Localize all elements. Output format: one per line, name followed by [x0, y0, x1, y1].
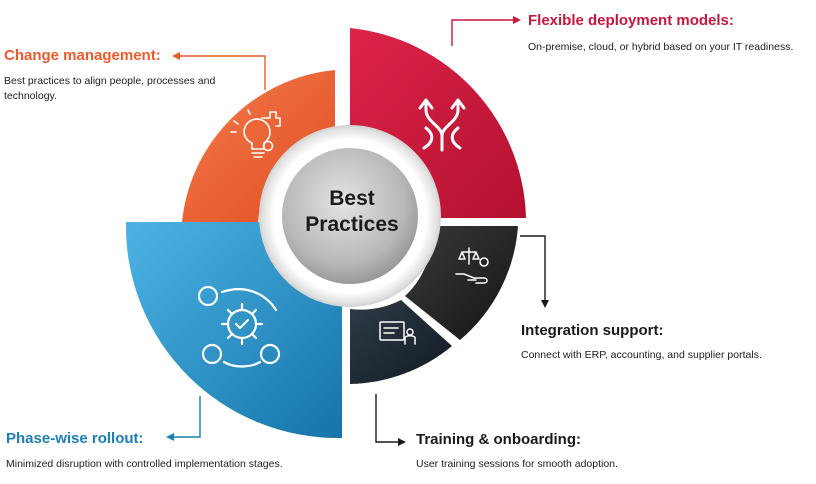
change-management-title: Change management:	[4, 47, 161, 64]
arrowhead-change-management	[172, 52, 180, 60]
flexible-deployment-desc: On-premise, cloud, or hybrid based on yo…	[528, 41, 794, 53]
center-label-line-2: Practices	[305, 213, 399, 236]
phase-wise-rollout-desc: Minimized disruption with controlled imp…	[6, 458, 283, 470]
connector-integration-support	[520, 235, 546, 302]
connector-training-onboarding	[375, 394, 400, 443]
arrowhead-phase-wise-rollout	[166, 433, 174, 441]
segment-training-onboarding	[350, 300, 452, 384]
lightbulb-puzzle-icon	[230, 109, 281, 158]
arrowhead-training-onboarding	[398, 438, 406, 446]
center-label-line-1: Best	[329, 187, 375, 210]
segment-phase-wise-rollout	[125, 222, 342, 439]
training-onboarding-desc: User training sessions for smooth adopti…	[416, 458, 618, 470]
segment-change-management	[182, 70, 335, 222]
flexible-deployment-title: Flexible deployment models:	[528, 12, 734, 29]
training-onboarding-title: Training & onboarding:	[416, 431, 581, 448]
connector-phase-wise-rollout	[172, 396, 201, 438]
segment-integration-support	[405, 226, 518, 340]
integration-support-title: Integration support:	[521, 322, 664, 339]
connector-flexible-deployment	[451, 19, 515, 46]
arrowhead-integration-support	[541, 300, 549, 308]
presentation-board-icon	[379, 321, 416, 345]
integration-support-desc: Connect with ERP, accounting, and suppli…	[521, 349, 762, 361]
phase-wise-rollout-title: Phase-wise rollout:	[6, 430, 144, 447]
change-management-desc: Best practices to align people, processe…	[4, 75, 216, 102]
split-arrows-icon	[418, 98, 466, 152]
connector-change-management	[178, 55, 266, 90]
segment-flexible-deployment	[350, 28, 526, 218]
arrowhead-flexible-deployment	[513, 16, 521, 24]
hand-gear-icon	[455, 247, 489, 284]
center-label: Best Practices	[282, 186, 422, 238]
center-disc	[282, 148, 418, 284]
gear-cycle-icon	[197, 285, 281, 368]
